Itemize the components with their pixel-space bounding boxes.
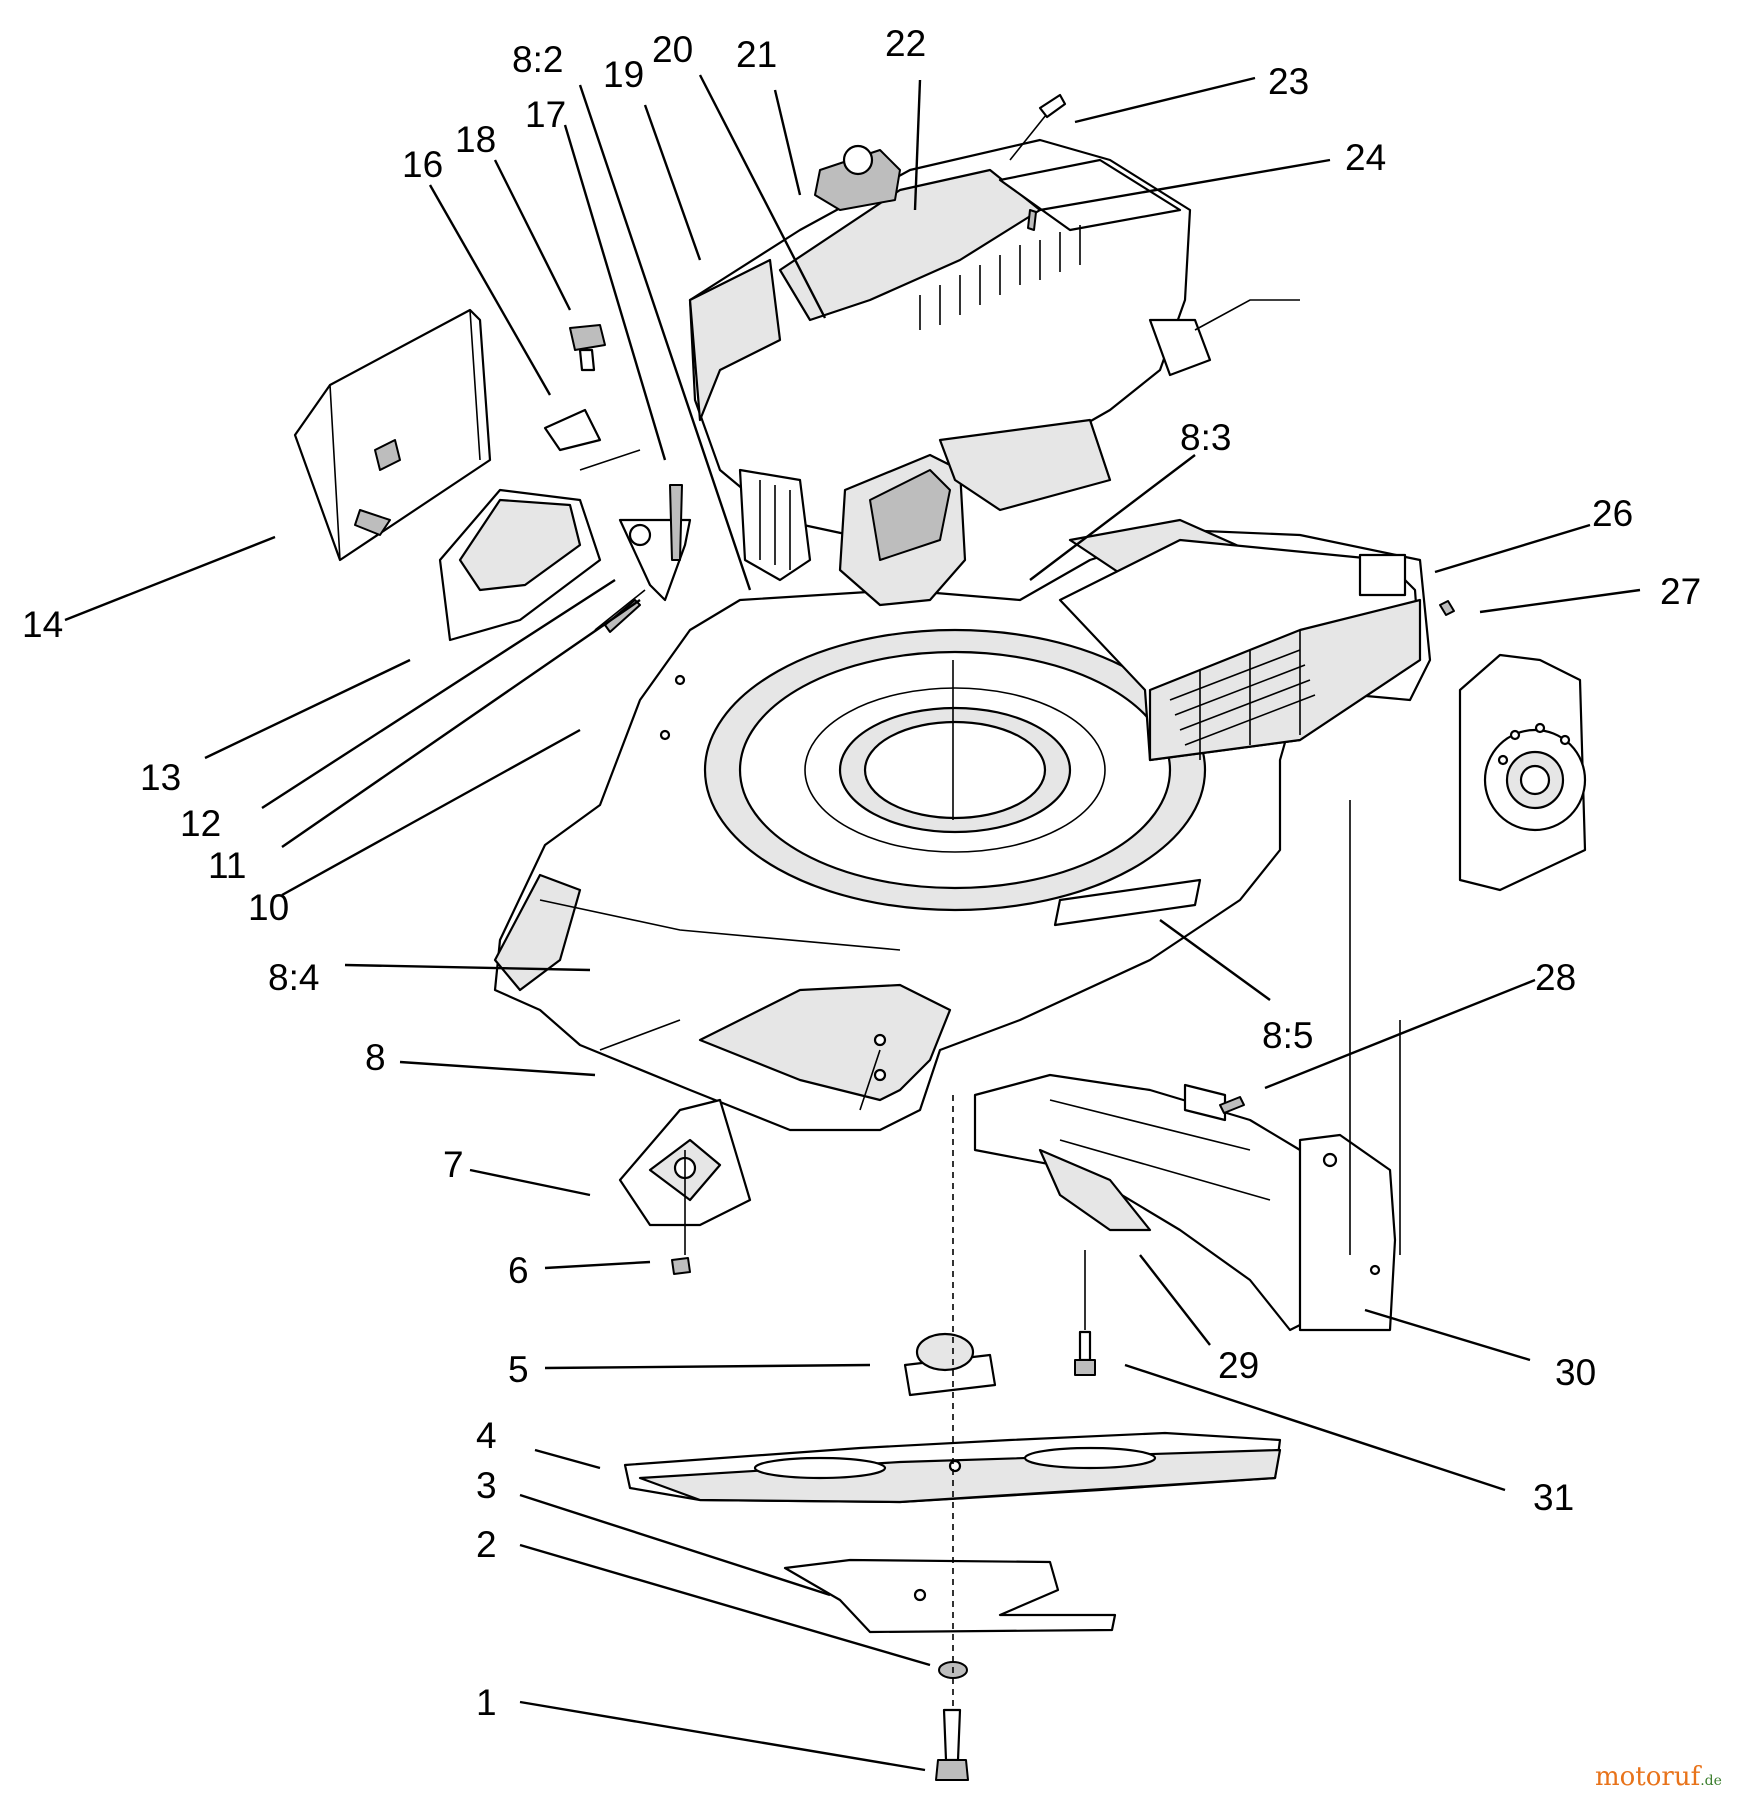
nut-6	[671, 1257, 691, 1275]
callout-12: 12	[180, 803, 221, 844]
mulching-blade	[783, 1558, 1117, 1634]
callout-23: 23	[1268, 61, 1309, 102]
callout-30: 30	[1555, 1352, 1596, 1393]
callout-13: 13	[140, 757, 181, 798]
callout-28: 28	[1535, 957, 1576, 998]
callout-8-2: 8:2	[512, 39, 563, 80]
handle-bracket	[438, 488, 602, 642]
callout-21: 21	[736, 34, 777, 75]
watermark-suffix: .de	[1700, 1773, 1722, 1789]
callout-24: 24	[1345, 137, 1386, 178]
watermark-brand: motoruf	[1595, 1762, 1703, 1792]
svg-text:motoruf.de: motoruf.de	[1595, 1762, 1722, 1792]
rod-11	[594, 589, 646, 631]
leader-lines	[64, 74, 1641, 1772]
throttle-cable	[1009, 93, 1067, 161]
callout-31: 31	[1533, 1477, 1574, 1518]
callout-labels: 1 2 3 4 5 6 7 8 8:2 8:3 8:4 8:5 10 11 12…	[22, 23, 1701, 1723]
callout-17: 17	[525, 94, 566, 135]
callout-2: 2	[476, 1524, 497, 1565]
motoruf-watermark: motoruf.de	[1595, 1762, 1722, 1792]
callout-10: 10	[248, 887, 289, 928]
callout-29: 29	[1218, 1345, 1259, 1386]
blade-bolt	[935, 1708, 969, 1781]
bolt-31	[1074, 1330, 1096, 1376]
callout-19: 19	[603, 54, 644, 95]
callout-16: 16	[402, 144, 443, 185]
clip-16	[543, 408, 602, 452]
height-adjuster-plate	[1458, 653, 1587, 892]
callout-3: 3	[476, 1465, 497, 1506]
callout-8-4: 8:4	[268, 957, 319, 998]
assembly-guide-lines	[579, 449, 1401, 1710]
callout-20: 20	[652, 29, 693, 70]
callout-22: 22	[885, 23, 926, 64]
rear-plate	[1298, 1133, 1397, 1332]
rod-10	[604, 599, 641, 633]
screw-17	[669, 484, 683, 561]
screw-24	[1027, 209, 1037, 231]
callout-8-3: 8:3	[1180, 417, 1231, 458]
callout-11: 11	[208, 845, 246, 886]
blade	[623, 1431, 1282, 1504]
callout-4: 4	[476, 1415, 497, 1456]
callout-18: 18	[455, 119, 496, 160]
blade-adapter	[903, 1332, 997, 1397]
rear-flap	[293, 308, 492, 562]
callout-8: 8	[365, 1037, 386, 1078]
callout-8-5: 8:5	[1262, 1015, 1313, 1056]
rear-discharge-chute	[973, 1073, 1317, 1332]
screw-28	[1219, 1096, 1245, 1114]
engine	[688, 138, 1300, 607]
callout-6: 6	[508, 1250, 529, 1291]
callout-26: 26	[1592, 493, 1633, 534]
callout-27: 27	[1660, 571, 1701, 612]
grass-bag-frame	[1058, 538, 1422, 762]
knob-18	[569, 324, 606, 372]
callout-14: 14	[22, 604, 63, 645]
callout-1: 1	[476, 1682, 497, 1723]
callout-5: 5	[508, 1349, 529, 1390]
screw-27	[1439, 600, 1455, 616]
callout-7: 7	[443, 1144, 464, 1185]
